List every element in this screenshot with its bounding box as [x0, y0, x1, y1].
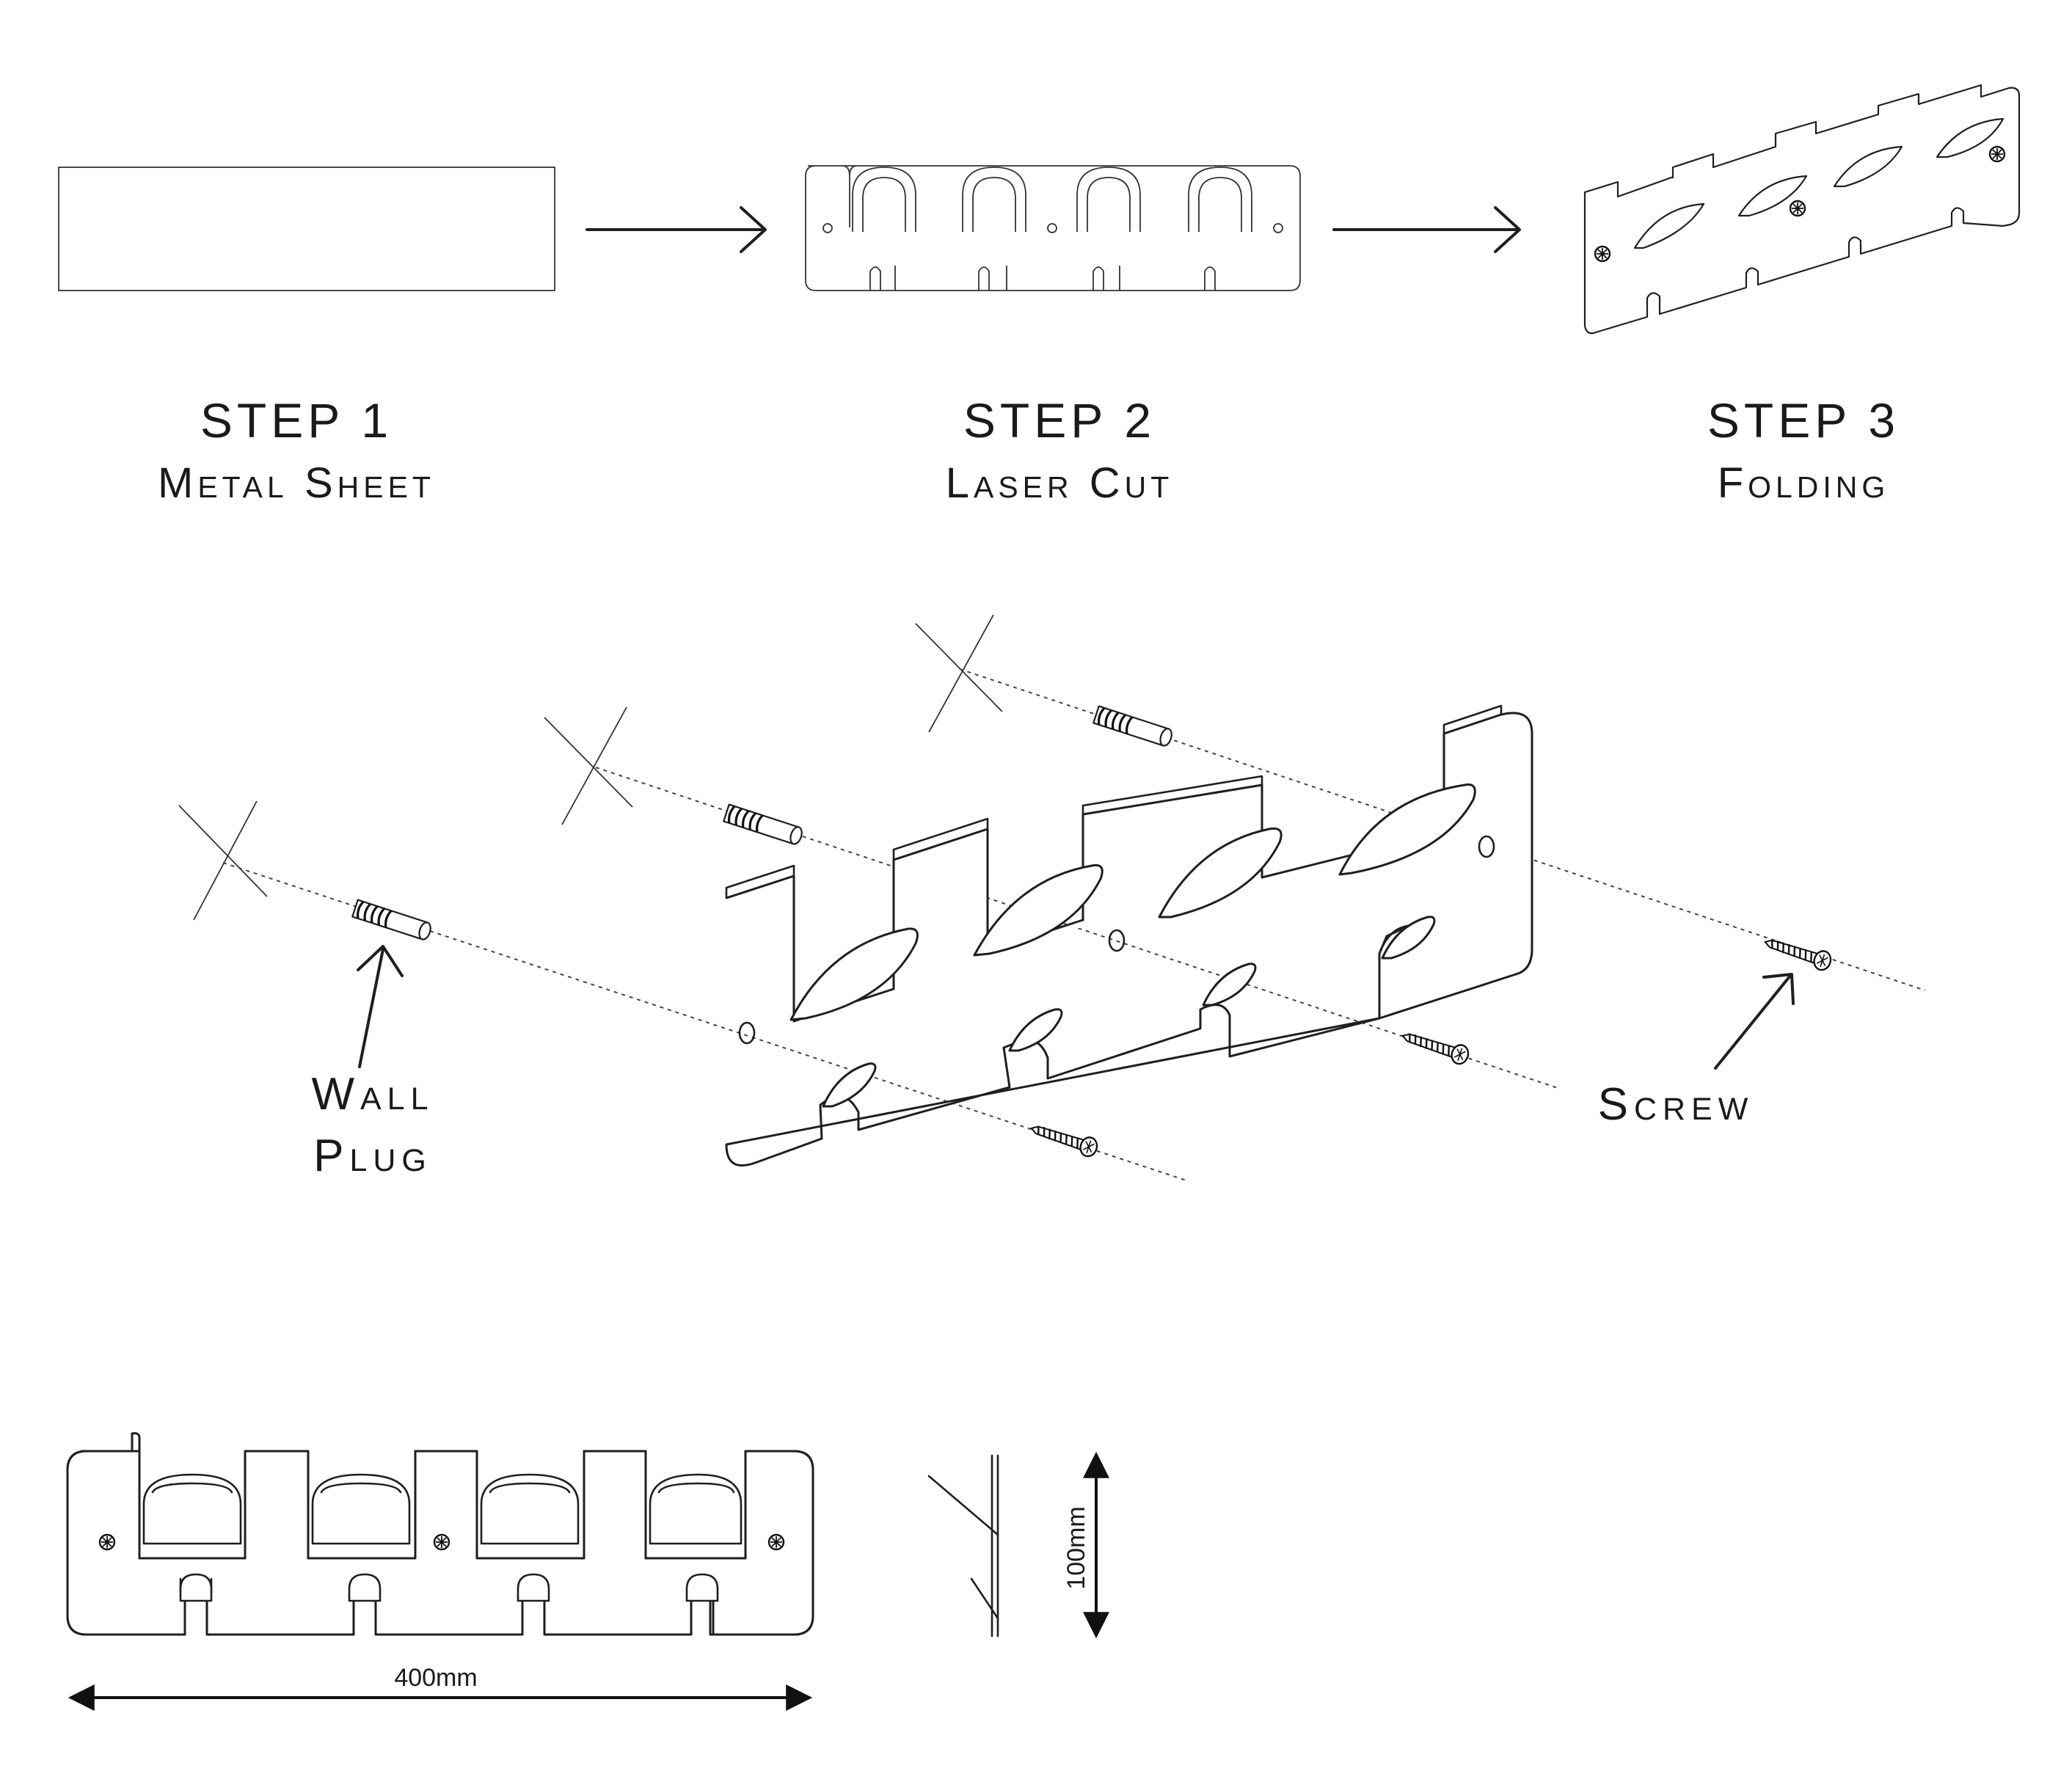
step3-title: STEP 3	[1707, 393, 1900, 448]
step1-title: STEP 1	[200, 393, 393, 448]
screw-callout-arrow	[1714, 973, 1795, 1070]
arrow-step2-to-step3	[1332, 206, 1521, 253]
wall-plug-1	[351, 898, 434, 943]
wall-plug-label-line2: Plug	[313, 1131, 432, 1181]
step2-laser-cut-sheet	[805, 165, 1301, 291]
exploded-installation-view: Wall Plug Screw	[178, 614, 1926, 1182]
side-profile	[927, 1454, 999, 1637]
step2-subtitle: Laser Cut	[946, 459, 1174, 507]
screw-label: Screw	[1598, 1079, 1754, 1130]
step3-folded-rack	[1583, 84, 2021, 335]
screw-2	[1398, 1026, 1472, 1067]
height-dimension-label: 100mm	[1062, 1506, 1090, 1589]
width-dimension: 400mm	[68, 1664, 813, 1711]
step3-subtitle: Folding	[1718, 459, 1890, 507]
step2-title: STEP 2	[963, 393, 1156, 448]
front-view	[66, 1432, 814, 1636]
arrow-step1-to-step2	[586, 206, 767, 253]
step1-metal-sheet	[58, 167, 555, 291]
wall-plug-label-line1: Wall	[311, 1069, 434, 1120]
screw-1	[1027, 1118, 1101, 1160]
wall-plug-3	[1092, 704, 1175, 749]
screw-3	[1761, 932, 1834, 974]
height-dimension: 100mm	[1062, 1451, 1109, 1639]
step1-subtitle: Metal Sheet	[158, 459, 435, 507]
width-dimension-label: 400mm	[394, 1664, 477, 1692]
coat-rack-plate	[725, 704, 1533, 1166]
wall-plug-callout-arrow	[357, 945, 404, 1068]
wall-plug-2	[722, 803, 806, 847]
wall-drill-marks	[178, 614, 1003, 921]
